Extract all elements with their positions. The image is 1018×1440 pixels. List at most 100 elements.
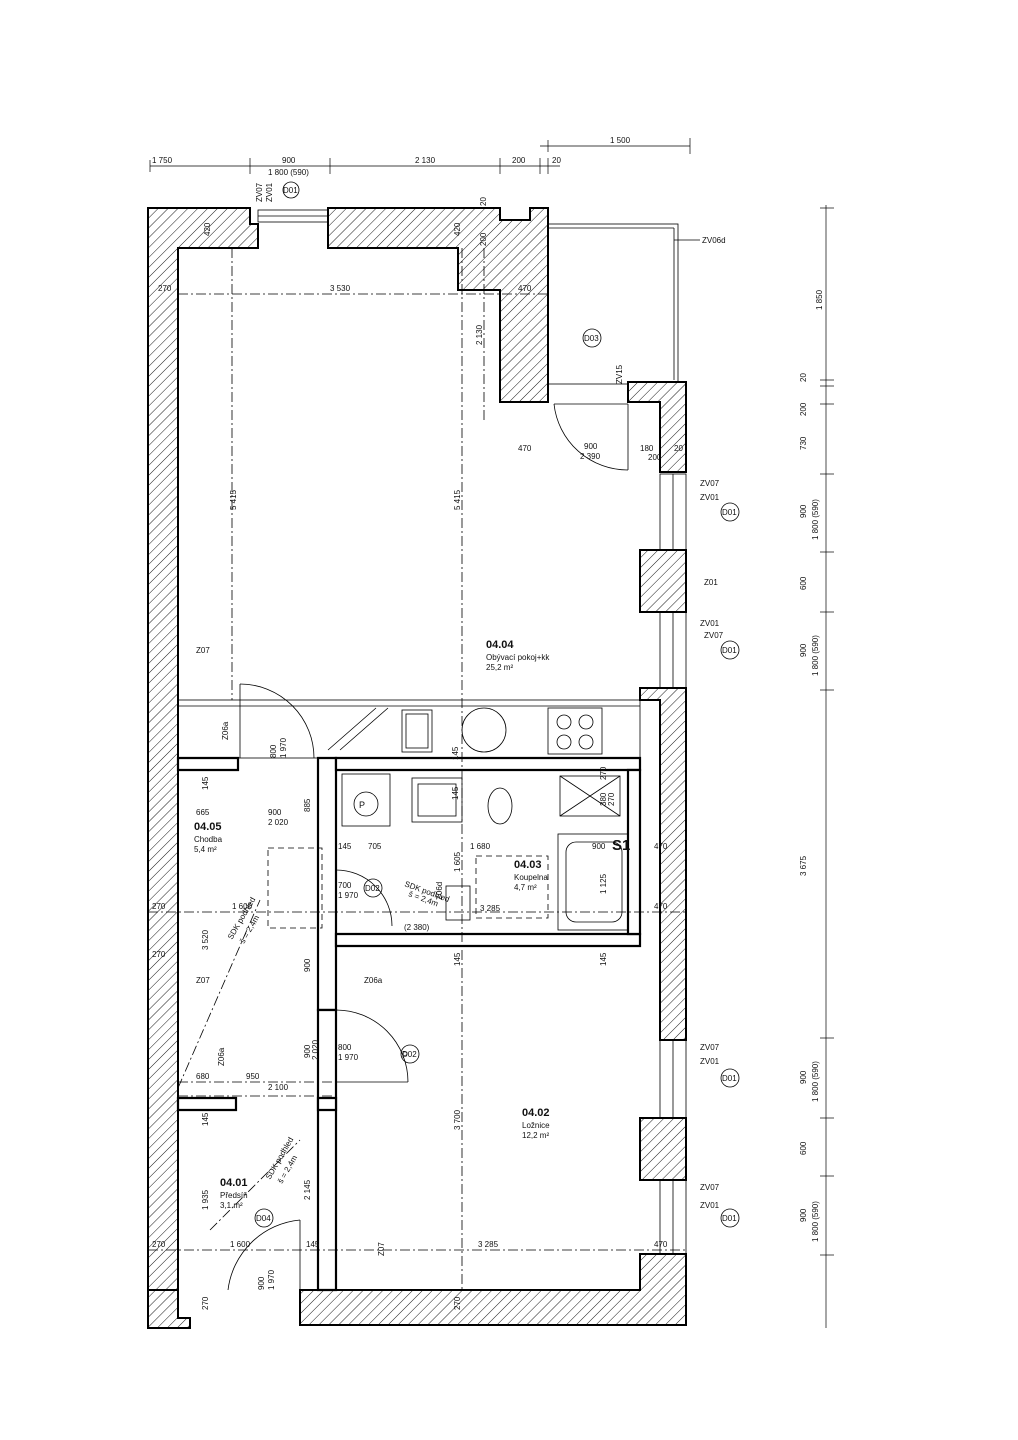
dim-i1: 270 — [158, 284, 172, 293]
dim-i18: 900 — [268, 808, 282, 817]
dim-top-2: 900 — [282, 156, 296, 165]
dim-i24: 1 680 — [470, 842, 491, 851]
tag-d03-circle — [582, 328, 602, 348]
dim-right-1: 1 850 — [815, 289, 824, 310]
dim-i39: 1 935 — [201, 1189, 210, 1210]
dim-i2: 3 530 — [330, 284, 351, 293]
dim-right-4: 730 — [799, 436, 808, 450]
tag-d01-top: D01 — [283, 186, 298, 195]
tag-zv01-4: ZV01 — [700, 1201, 720, 1210]
tag-zv01-2: ZV01 — [700, 619, 720, 628]
room-04-01-name: Předsíň — [220, 1191, 248, 1200]
dim-i36: 950 — [246, 1072, 260, 1081]
dim-i19: 2 020 — [268, 818, 289, 827]
tag-zv07-1: ZV07 — [700, 479, 720, 488]
dim-top-3: 2 130 — [415, 156, 436, 165]
door4-h: 1 970 — [267, 1269, 276, 1290]
tag-z06a-2: Z06a — [364, 976, 383, 985]
dim-right-13: 600 — [799, 1141, 808, 1155]
dim-right-11: 900 — [799, 1070, 808, 1084]
dim-i8: 900 — [584, 442, 598, 451]
doors — [227, 403, 629, 1291]
dim-i23: 705 — [368, 842, 382, 851]
dim-i46: 470 — [654, 1240, 668, 1249]
tag-d01-circle-3 — [720, 1068, 740, 1088]
dim-i26: 470 — [654, 842, 668, 851]
tag-p: P — [359, 800, 365, 810]
dim-i45: 3 285 — [478, 1240, 499, 1249]
dim-i58: 145 — [451, 746, 460, 760]
room-04-01-id: 04.01 — [220, 1177, 248, 1189]
dim-right-5: 900 — [799, 504, 808, 518]
door3-h: 1 970 — [338, 1053, 359, 1062]
dim-i9: 2 390 — [580, 452, 601, 461]
dim-i27: 270 — [152, 902, 166, 911]
inner-dimensions: 270 3 530 470 5 415 5 415 2 130 470 900 … — [152, 197, 683, 1310]
dim-i44: 145 — [306, 1240, 320, 1249]
dim-right-8: 900 — [799, 643, 808, 657]
tag-d03: D03 — [584, 334, 599, 343]
dim-right-6: 1 800 (590) — [811, 499, 820, 540]
room-labels: 04.04 Obývací pokoj+kk 25,2 m² 04.05 Cho… — [194, 639, 550, 1210]
dim-i51: 1 125 — [599, 873, 608, 894]
dim-i48: 270 — [453, 1296, 462, 1310]
dim-i52: 3 285 — [480, 904, 501, 913]
tag-zv07-2: ZV07 — [704, 631, 724, 640]
dim-i10: 180 — [640, 444, 654, 453]
right-dimensions: 1 850 20 200 730 900 1 800 (590) 600 900… — [799, 205, 834, 1328]
dim-top-5: 20 — [552, 156, 561, 165]
room-04-02-area: 12,2 m² — [522, 1131, 549, 1140]
dim-right-2: 20 — [799, 373, 808, 382]
room-04-04-area: 25,2 m² — [486, 663, 513, 672]
room-04-03-area: 4,7 m² — [514, 883, 537, 892]
dim-right-9: 1 800 (590) — [811, 635, 820, 676]
balcony — [547, 223, 679, 385]
dim-i55: 270 — [599, 766, 608, 780]
room-04-05-id: 04.05 — [194, 821, 222, 833]
tag-z01: Z01 — [704, 578, 718, 587]
dim-i6: 2 130 — [475, 324, 484, 345]
tag-zv06d: ZV06d — [702, 236, 726, 245]
dim-i32: 900 — [303, 958, 312, 972]
dim-i35: 680 — [196, 1072, 210, 1081]
dim-i14: 420 — [453, 222, 462, 236]
dim-i57: 270 — [607, 792, 616, 806]
tag-d04: D04 — [256, 1214, 271, 1223]
dim-i17: 665 — [196, 808, 210, 817]
door2-w: 700 — [338, 881, 352, 890]
dim-i38: 145 — [201, 1112, 210, 1126]
door1-w: 800 — [269, 744, 278, 758]
tag-z06d: Z06d — [435, 882, 444, 900]
room-04-01-area: 3,1 m² — [220, 1201, 243, 1210]
tag-zv07-top: ZV07 — [255, 182, 264, 202]
tag-z07-3: Z07 — [377, 1242, 386, 1256]
dim-i34: 2 020 — [311, 1039, 320, 1060]
tag-zv07-3: ZV07 — [700, 1043, 720, 1052]
tag-p-2: P — [402, 1050, 408, 1060]
dim-i53: (2 380) — [404, 923, 430, 932]
dim-i29: 3 520 — [201, 929, 210, 950]
dim-i31: 270 — [152, 950, 166, 959]
dim-i22: 145 — [338, 842, 352, 851]
tag-d02-b: D02 — [402, 1050, 417, 1059]
room-04-02-name: Ložnice — [522, 1121, 550, 1130]
dim-i3: 470 — [518, 284, 532, 293]
tag-d01-circle-4 — [720, 1208, 740, 1228]
dim-i4: 5 415 — [229, 489, 238, 510]
dim-i12: 200 — [648, 453, 662, 462]
room-04-03-name: Koupelna — [514, 873, 548, 882]
tag-z07-2: Z07 — [196, 976, 210, 985]
dim-i21: 145 — [201, 776, 210, 790]
tag-d01-circle-1 — [720, 502, 740, 522]
tag-z06a-1: Z06a — [221, 721, 230, 740]
tag-d01-3: D01 — [722, 1074, 737, 1083]
door4-w: 900 — [257, 1276, 266, 1290]
room-04-05-name: Chodba — [194, 835, 223, 844]
tag-s1: S1 — [612, 837, 630, 854]
room-04-03-id: 04.03 — [514, 859, 542, 871]
tag-zv01-top: ZV01 — [265, 182, 274, 202]
dim-i5: 5 415 — [453, 489, 462, 510]
tag-d01-circle-top — [282, 181, 300, 199]
dim-right-3: 200 — [799, 402, 808, 416]
